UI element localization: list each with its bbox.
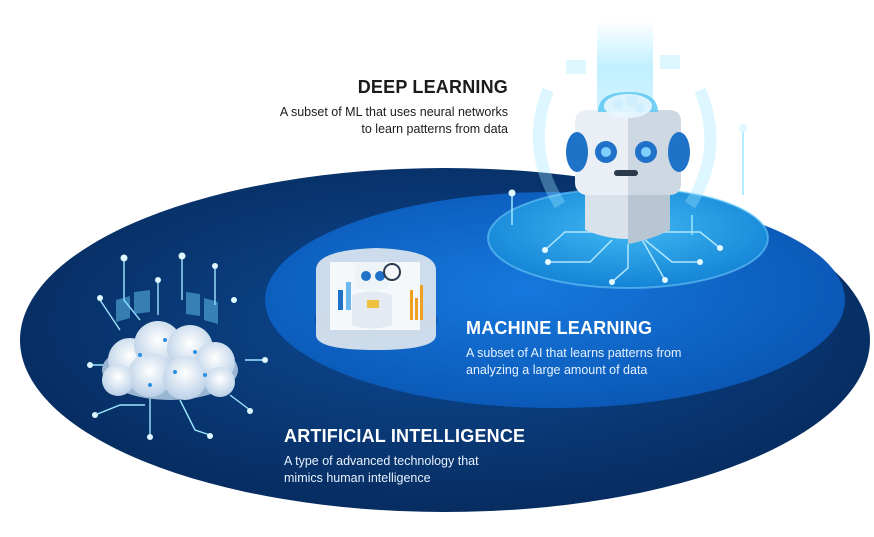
machine-learning-description: A subset of AI that learns patterns from…	[466, 345, 681, 379]
dl-circuit-lines	[544, 231, 721, 283]
machine-learning-desc-line1: A subset of AI that learns patterns from	[466, 346, 682, 360]
deep-learning-desc-line1: A subset of ML that uses neural networks	[279, 105, 508, 119]
artificial-intelligence-title: ARTIFICIAL INTELLIGENCE	[284, 426, 526, 446]
artificial-intelligence-desc-line1: A type of advanced technology that	[284, 454, 479, 468]
robot-head-icon	[566, 92, 690, 244]
brain-cloud-icon	[102, 321, 238, 400]
artificial-intelligence-label: ARTIFICIAL INTELLIGENCE A type of advanc…	[284, 425, 525, 487]
robot-analyst-icon	[314, 248, 438, 350]
ai-circuit-nodes	[87, 252, 268, 440]
ai-circuit-lines	[90, 258, 265, 436]
deep-learning-desc-line2: to learn patterns from data	[361, 122, 508, 136]
deep-learning-label: DEEP LEARNING A subset of ML that uses n…	[260, 76, 508, 138]
machine-learning-desc-line2: analyzing a large amount of data	[466, 363, 648, 377]
dl-antennas	[511, 130, 744, 235]
dl-circuit-nodes	[542, 245, 723, 285]
ai-hologram-panels	[116, 290, 218, 324]
machine-learning-label: MACHINE LEARNING A subset of AI that lea…	[466, 317, 681, 379]
artificial-intelligence-description: A type of advanced technology that mimic…	[284, 453, 525, 487]
deep-learning-title: DEEP LEARNING	[357, 77, 508, 97]
machine-learning-title: MACHINE LEARNING	[466, 318, 653, 338]
artificial-intelligence-desc-line2: mimics human intelligence	[284, 471, 431, 485]
deep-learning-description: A subset of ML that uses neural networks…	[260, 104, 508, 138]
